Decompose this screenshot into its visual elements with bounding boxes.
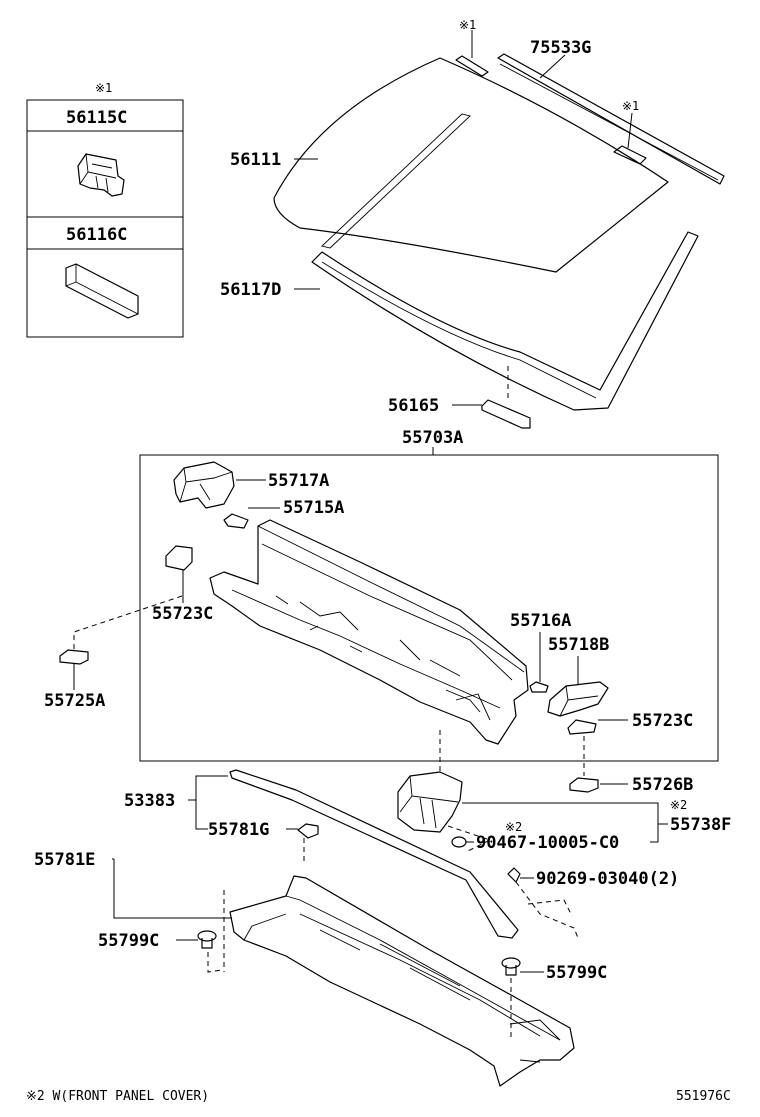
label-55726b: 55726B bbox=[632, 775, 693, 795]
label-55716a: 55716A bbox=[510, 611, 571, 631]
diagram-id: 551976C bbox=[676, 1089, 731, 1104]
label-56115c: 56115C bbox=[66, 108, 127, 128]
label-55738f: 55738F bbox=[670, 815, 731, 835]
seal-53383-drawing bbox=[229, 769, 519, 939]
note-1-inset: ※1 bbox=[95, 81, 112, 95]
label-55723c-left: 55723C bbox=[152, 604, 213, 624]
label-56117d: 56117D bbox=[220, 280, 281, 300]
louver-55781e-drawing bbox=[229, 875, 575, 1087]
label-55725a: 55725A bbox=[44, 691, 105, 711]
footnote: ※2 W(FRONT PANEL COVER) bbox=[26, 1089, 209, 1104]
cowl-top-panel-drawing bbox=[209, 519, 529, 745]
bracket-55717a-drawing bbox=[173, 461, 235, 509]
clip-56115c-drawing bbox=[77, 153, 125, 197]
note-2-90467: ※2 bbox=[505, 820, 522, 834]
label-53383: 53383 bbox=[124, 791, 175, 811]
label-55718b: 55718B bbox=[548, 635, 609, 655]
label-55799c-right: 55799C bbox=[546, 963, 607, 983]
label-90269: 90269-03040(2) bbox=[536, 869, 679, 889]
inset-box bbox=[26, 99, 184, 338]
label-75533g: 75533G bbox=[530, 38, 591, 58]
pad-55723c-left-drawing bbox=[165, 545, 193, 603]
pad-55725a-drawing bbox=[59, 649, 89, 690]
molding-75533g-drawing bbox=[497, 53, 725, 185]
note-1-right: ※1 bbox=[622, 99, 639, 113]
windshield-glass-drawing bbox=[273, 55, 669, 273]
label-90467: 90467-10005-C0 bbox=[476, 833, 619, 853]
label-55723c-right: 55723C bbox=[632, 711, 693, 731]
dam-56117d-drawing bbox=[311, 231, 699, 411]
label-55781e: 55781E bbox=[34, 850, 95, 870]
label-56165: 56165 bbox=[388, 396, 439, 416]
screw-90269-drawing bbox=[507, 867, 579, 939]
label-55715a: 55715A bbox=[283, 498, 344, 518]
assembly-55703a-frame bbox=[139, 454, 719, 762]
note-2-55738f: ※2 bbox=[670, 798, 687, 812]
leader-lines bbox=[112, 30, 668, 973]
stopper-56165-drawing bbox=[481, 366, 531, 429]
pad-55723c-right-drawing bbox=[567, 719, 597, 735]
pad-55716a-drawing bbox=[529, 632, 549, 693]
label-55703a: 55703A bbox=[402, 428, 463, 448]
clip-55799c-left-drawing bbox=[197, 890, 225, 973]
clip-90467-drawing bbox=[447, 825, 492, 853]
clip-55799c-right-drawing bbox=[501, 957, 521, 1040]
label-55717a: 55717A bbox=[268, 471, 329, 491]
bracket-55738f-drawing bbox=[397, 730, 463, 833]
pad-55726b-drawing bbox=[569, 777, 599, 793]
clip-55781g-drawing bbox=[297, 823, 319, 862]
label-55781g: 55781G bbox=[208, 820, 269, 840]
bracket-55718b-drawing bbox=[547, 656, 609, 717]
pad-56116c-drawing bbox=[65, 263, 139, 319]
retainer-55715a-drawing bbox=[223, 513, 249, 529]
note-1-top: ※1 bbox=[459, 18, 476, 32]
label-56116c: 56116C bbox=[66, 225, 127, 245]
label-55799c-left: 55799C bbox=[98, 931, 159, 951]
label-56111: 56111 bbox=[230, 150, 281, 170]
